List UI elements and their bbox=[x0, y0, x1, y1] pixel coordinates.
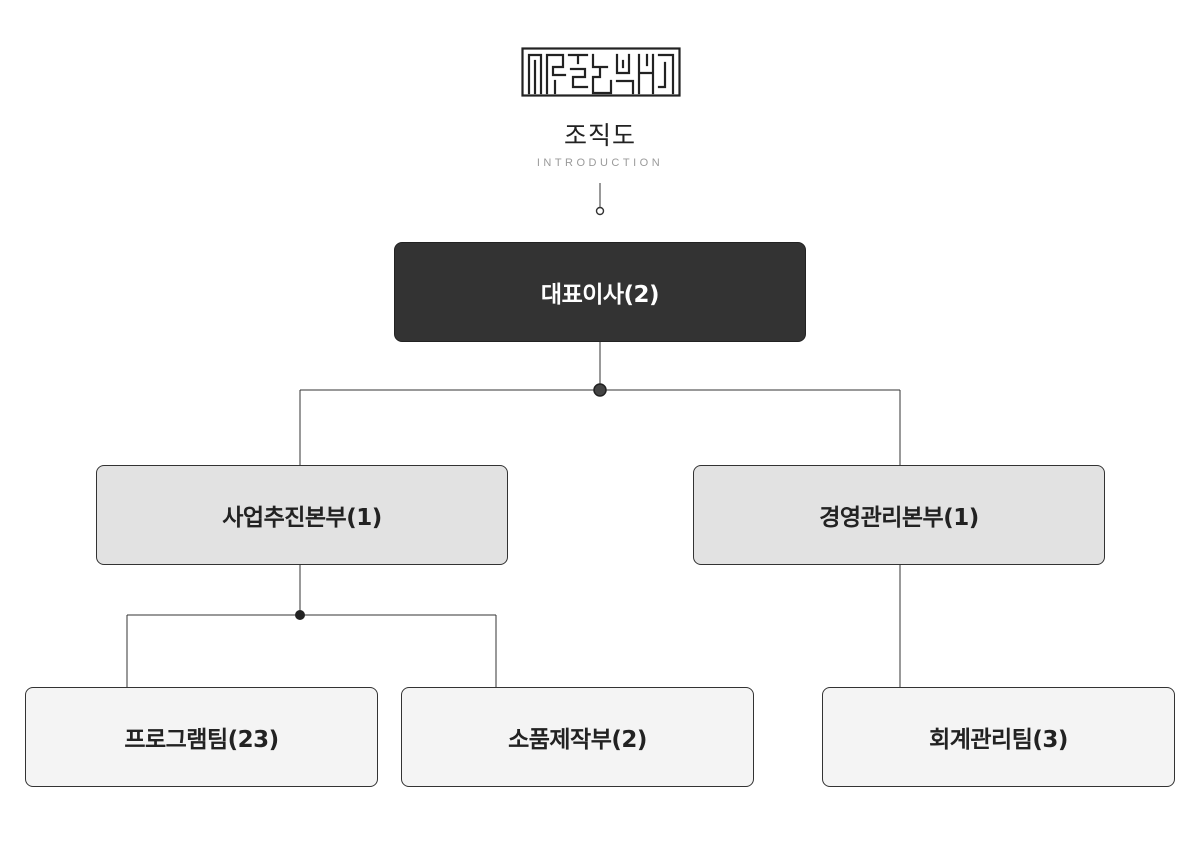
org-node-program-team: 프로그램팀(23) bbox=[25, 687, 378, 787]
maze-lettering-logo-icon bbox=[521, 47, 681, 97]
page-subtitle: INTRODUCTION bbox=[536, 157, 664, 169]
org-node-ceo: 대표이사(2) bbox=[394, 242, 806, 342]
company-logo bbox=[521, 47, 681, 97]
org-node-label: 프로그램팀(23) bbox=[124, 727, 279, 753]
org-node-props-team: 소품제작부(2) bbox=[401, 687, 754, 787]
page-title: 조직도 bbox=[563, 121, 636, 150]
org-node-label: 대표이사(2) bbox=[540, 282, 660, 308]
org-node-label: 경영관리본부(1) bbox=[819, 505, 979, 531]
org-node-management-division: 경영관리본부(1) bbox=[693, 465, 1105, 565]
org-node-label: 사업추진본부(1) bbox=[222, 505, 382, 531]
header-stem-end-icon bbox=[595, 206, 605, 216]
ceo-junction-dot-icon bbox=[593, 383, 607, 397]
division-1-junction-dot-icon bbox=[295, 610, 305, 620]
org-node-accounting-team: 회계관리팀(3) bbox=[822, 687, 1175, 787]
org-node-label: 회계관리팀(3) bbox=[929, 727, 1068, 753]
org-node-business-division: 사업추진본부(1) bbox=[96, 465, 508, 565]
org-node-label: 소품제작부(2) bbox=[508, 727, 647, 753]
